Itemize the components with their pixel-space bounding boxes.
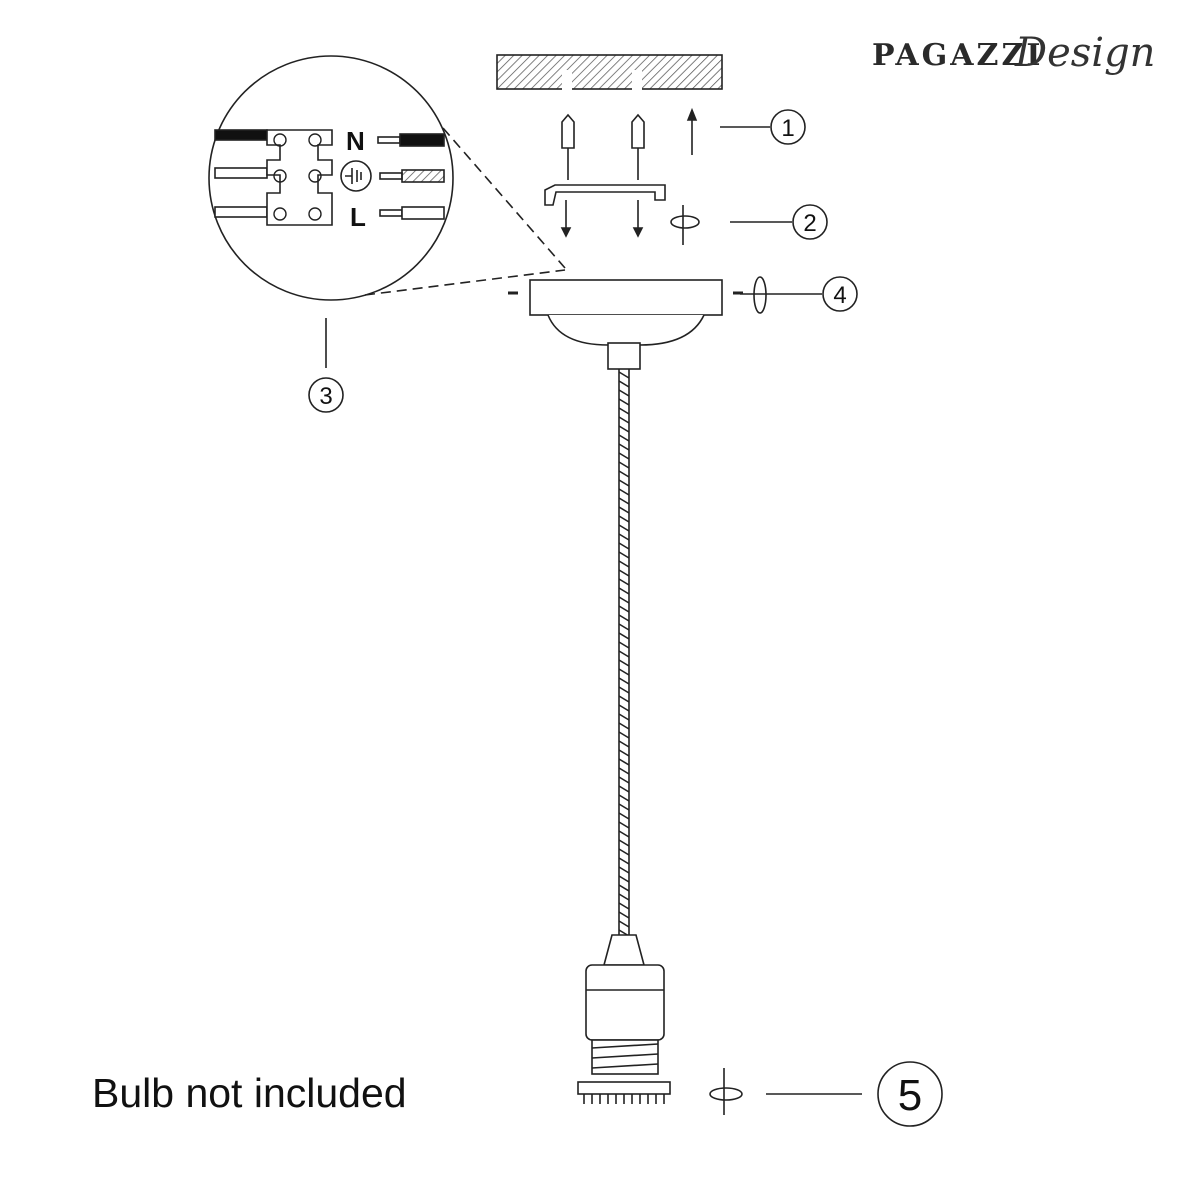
earth-icon: [340, 160, 372, 192]
rotate-arrow-icon: [709, 1068, 743, 1115]
live-label: L: [350, 202, 366, 232]
step-2-label: 2: [803, 210, 816, 237]
lamp-socket: [577, 934, 671, 1104]
step-5-label: 5: [898, 1071, 922, 1120]
mounting-bracket: [544, 184, 666, 238]
brand-logo-script: Design: [1015, 30, 1156, 76]
up-arrow-icon: [686, 107, 698, 155]
twisted-cord: [618, 369, 630, 937]
step-3-label: 3: [319, 383, 332, 410]
neutral-label: N: [346, 126, 365, 156]
bulb-note: Bulb not included: [92, 1070, 407, 1116]
wiring-inset: [208, 55, 566, 368]
step-1-label: 1: [781, 115, 794, 142]
rotate-arrow-icon: [670, 205, 700, 245]
ceiling-canopy: [529, 279, 723, 370]
brand-logo: PAGAZZI: [872, 38, 1044, 73]
ceiling-block: [496, 54, 723, 90]
step-4-label: 4: [833, 282, 846, 309]
wall-anchors: [561, 113, 645, 180]
rotate-arrow-icon: [753, 276, 767, 314]
